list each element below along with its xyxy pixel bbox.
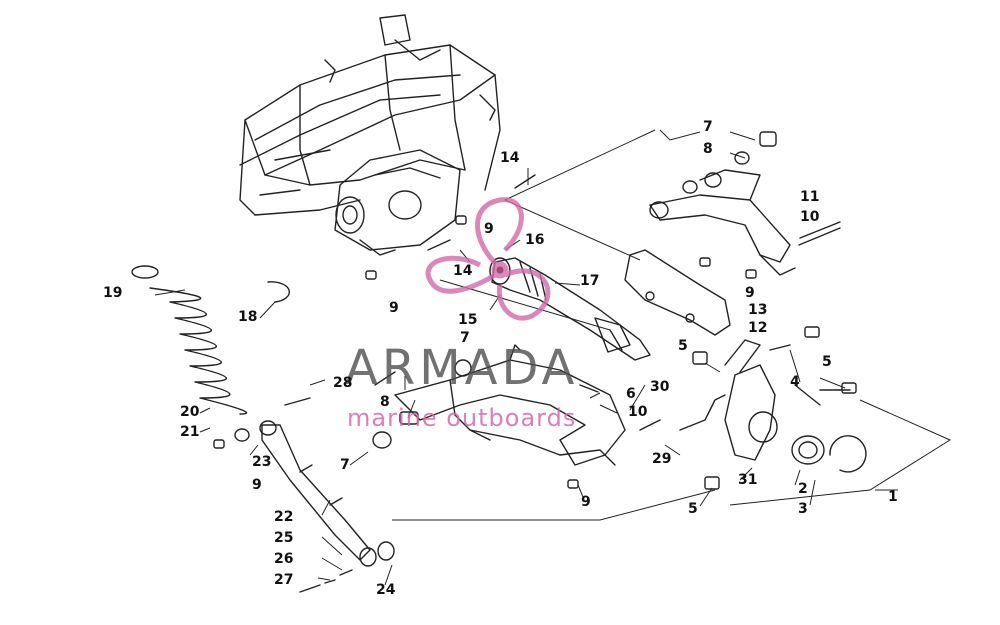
callout-20: 20: [180, 404, 200, 420]
callout-10: 10: [628, 404, 648, 420]
callout-3: 3: [798, 501, 808, 517]
callout-15: 15: [458, 312, 478, 328]
callout-17: 17: [580, 273, 600, 289]
steering-knuckle: [679, 326, 867, 490]
guard-plate: [624, 249, 731, 336]
callout-14: 14: [453, 263, 473, 279]
callout-22: 22: [274, 509, 294, 525]
callout-14: 14: [500, 150, 520, 166]
callout-7: 7: [703, 119, 713, 135]
callout-21: 21: [180, 424, 200, 440]
coil-spring: [131, 265, 291, 415]
watermark-title: ARMADA: [345, 340, 579, 396]
callout-16: 16: [525, 232, 545, 248]
callout-8: 8: [703, 141, 713, 157]
frame-assembly: [239, 14, 501, 256]
callout-28: 28: [333, 375, 353, 391]
callout-13: 13: [748, 302, 768, 318]
armada-logo: [425, 197, 551, 321]
callout-27: 27: [274, 572, 294, 588]
callout-5: 5: [822, 354, 832, 370]
callout-9: 9: [252, 477, 262, 493]
callout-9: 9: [389, 300, 399, 316]
callout-29: 29: [652, 451, 672, 467]
callout-7: 7: [340, 457, 350, 473]
shock-absorber: [234, 420, 395, 593]
callout-1: 1: [888, 489, 898, 505]
callout-7: 7: [460, 330, 470, 346]
callout-23: 23: [252, 454, 272, 470]
lower-a-arm: [372, 344, 626, 466]
callout-24: 24: [376, 582, 396, 598]
callout-6: 6: [626, 386, 636, 402]
callout-9: 9: [581, 494, 591, 510]
callout-5: 5: [688, 501, 698, 517]
callout-9: 9: [484, 221, 494, 237]
callout-12: 12: [748, 320, 768, 336]
callout-25: 25: [274, 530, 294, 546]
watermark-subtitle: marine outboards: [347, 404, 577, 432]
callout-11: 11: [800, 189, 820, 205]
callout-31: 31: [738, 472, 758, 488]
callout-8: 8: [380, 394, 390, 410]
callout-30: 30: [650, 379, 670, 395]
callout-26: 26: [274, 551, 294, 567]
callout-19: 19: [103, 285, 123, 301]
callout-10: 10: [800, 209, 820, 225]
callout-9: 9: [745, 285, 755, 301]
upper-a-arm: [649, 131, 841, 276]
leader-lines: [154, 129, 952, 586]
callout-5: 5: [678, 338, 688, 354]
callout-18: 18: [238, 309, 258, 325]
callout-4: 4: [790, 374, 800, 390]
callout-2: 2: [798, 481, 808, 497]
fasteners: [213, 174, 841, 489]
